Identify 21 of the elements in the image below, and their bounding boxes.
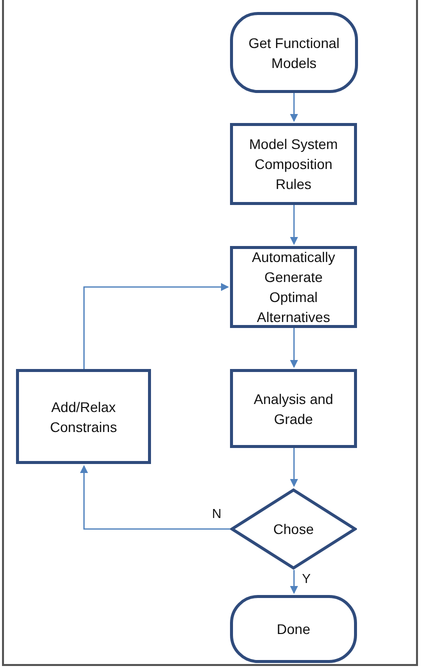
arrow <box>290 205 298 245</box>
process-box <box>230 123 357 205</box>
arrow <box>80 465 230 530</box>
process-box <box>230 369 357 448</box>
decision-diamond <box>230 488 357 570</box>
node-label: Model System Composition Rules <box>248 135 339 194</box>
arrow <box>290 570 298 594</box>
node-label: Chose <box>273 520 314 539</box>
node-label: Automatically Generate Optimal Alternatives <box>250 248 336 327</box>
arrow <box>290 448 298 487</box>
process-box <box>230 246 357 328</box>
process-box <box>16 369 151 464</box>
arrow <box>83 283 229 369</box>
node-label: Analysis and Grade <box>252 390 334 428</box>
node-label: Get Functional Models <box>247 34 341 72</box>
node-label: Add/Relax Constrains <box>49 398 118 436</box>
arrow <box>290 93 298 122</box>
terminal-box <box>230 12 358 93</box>
node-label: Done <box>276 620 310 639</box>
arrow <box>290 328 298 368</box>
terminal-box <box>230 595 357 663</box>
